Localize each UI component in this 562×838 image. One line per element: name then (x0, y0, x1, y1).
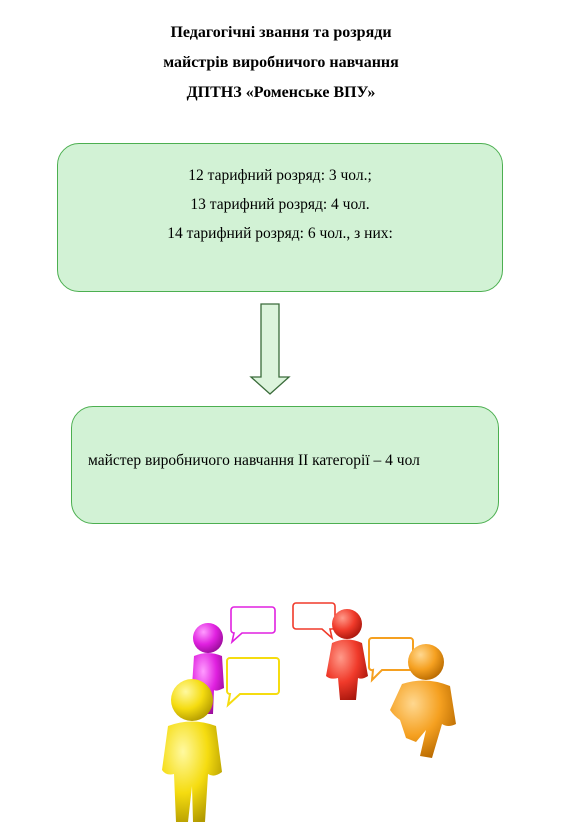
tariff-line-13: 13 тарифний розряд: 4 чол. (190, 196, 370, 213)
person-magenta-icon (192, 623, 224, 714)
people-illustration (162, 602, 456, 822)
qualification-text: майстер виробничого навчання ІІ категорі… (88, 452, 420, 469)
page-title: Педагогічні звання та розряди майстрів в… (0, 18, 562, 108)
person-yellow-icon (162, 679, 222, 822)
speech-bubble-icon (292, 602, 336, 641)
person-orange-icon (390, 644, 456, 758)
down-arrow-shape (249, 303, 291, 395)
speech-bubble-icon (368, 637, 414, 683)
title-line-1: Педагогічні звання та розряди (170, 24, 392, 41)
qualification-box: майстер виробничого навчання ІІ категорі… (71, 406, 499, 524)
tariff-categories-box: 12 тарифний розряд: 3 чол.; 13 тарифний … (57, 143, 503, 292)
speech-bubble-icon (230, 606, 276, 645)
title-line-2: майстрів виробничого навчання (163, 54, 399, 71)
tariff-line-12: 12 тарифний розряд: 3 чол.; (188, 167, 372, 184)
down-arrow-icon (249, 303, 291, 395)
title-line-3: ДПТНЗ «Роменське ВПУ» (186, 84, 376, 101)
tariff-line-14: 14 тарифний розряд: 6 чол., з них: (167, 225, 393, 242)
person-red-icon (326, 609, 368, 700)
speech-bubble-icon (226, 657, 280, 708)
